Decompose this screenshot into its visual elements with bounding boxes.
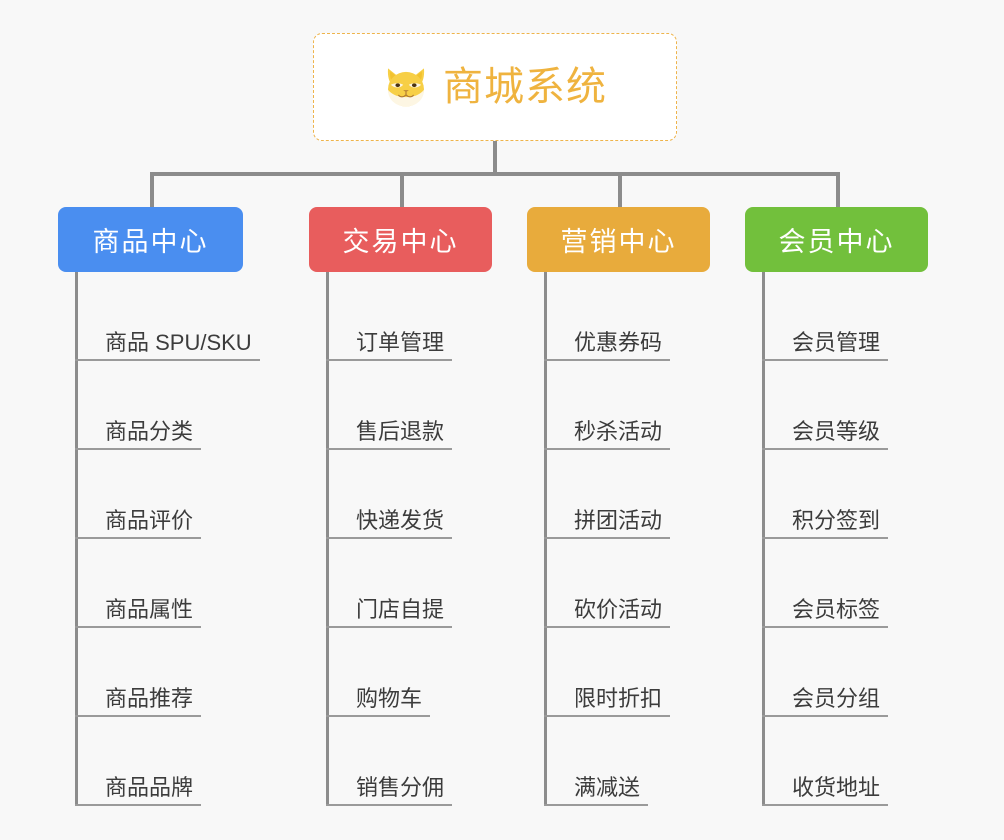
leaf-label: 商品品牌 xyxy=(105,774,194,800)
leaf-item[interactable]: 商品推荐 xyxy=(75,628,260,717)
branch-trunk xyxy=(326,272,329,806)
connector-horizontal-bus xyxy=(150,172,840,176)
category-label: 商品中心 xyxy=(92,227,209,257)
connector-drop-3 xyxy=(618,172,622,209)
root-node[interactable]: 商城系统 xyxy=(313,33,677,141)
leaf-underline xyxy=(762,804,889,806)
leaf-label: 砍价活动 xyxy=(574,596,663,622)
leaf-item[interactable]: 会员等级 xyxy=(762,361,889,450)
category-node-trade-center[interactable]: 交易中心 xyxy=(309,207,492,272)
leaf-underline xyxy=(326,537,453,539)
leaf-label: 售后退款 xyxy=(356,418,445,444)
leaf-item[interactable]: 销售分佣 xyxy=(326,717,453,806)
leaf-underline xyxy=(75,804,202,806)
leaf-label: 积分签到 xyxy=(792,507,881,533)
leaf-underline xyxy=(544,448,671,450)
leaf-underline xyxy=(75,537,202,539)
root-title: 商城系统 xyxy=(443,65,607,109)
leaf-label: 会员分组 xyxy=(792,685,881,711)
leaf-label: 商品 SPU/SKU xyxy=(105,329,252,355)
leaf-item[interactable]: 商品分类 xyxy=(75,361,260,450)
leaf-item[interactable]: 快递发货 xyxy=(326,450,453,539)
branch-trunk xyxy=(544,272,547,806)
category-node-product-center[interactable]: 商品中心 xyxy=(58,207,243,272)
leaf-item[interactable]: 订单管理 xyxy=(326,272,453,361)
leaf-item[interactable]: 秒杀活动 xyxy=(544,361,671,450)
leaf-label: 订单管理 xyxy=(356,329,445,355)
leaf-underline xyxy=(762,359,889,361)
leaf-label: 拼团活动 xyxy=(574,507,663,533)
leaf-underline xyxy=(544,537,671,539)
leaf-item[interactable]: 会员管理 xyxy=(762,272,889,361)
leaf-item[interactable]: 商品属性 xyxy=(75,539,260,628)
leaf-underline xyxy=(326,715,431,717)
leaf-label: 收货地址 xyxy=(792,774,881,800)
leaf-label: 商品评价 xyxy=(105,507,194,533)
leaf-label: 满减送 xyxy=(574,774,641,800)
leaf-label: 会员管理 xyxy=(792,329,881,355)
leaf-item[interactable]: 商品评价 xyxy=(75,450,260,539)
leaf-item[interactable]: 优惠券码 xyxy=(544,272,671,361)
connector-drop-4 xyxy=(836,172,840,209)
leaf-label: 会员等级 xyxy=(792,418,881,444)
branch-column-marketing-center: 优惠券码 秒杀活动 拼团活动 砍价活动 限时折扣 满减送 xyxy=(544,272,671,806)
leaf-underline xyxy=(326,626,453,628)
leaf-underline xyxy=(544,359,671,361)
leaf-underline xyxy=(544,715,671,717)
dog-face-icon xyxy=(387,68,425,107)
leaf-label: 商品属性 xyxy=(105,596,194,622)
category-node-member-center[interactable]: 会员中心 xyxy=(745,207,928,272)
leaf-underline xyxy=(326,359,453,361)
leaf-label: 销售分佣 xyxy=(356,774,445,800)
leaf-item[interactable]: 积分签到 xyxy=(762,450,889,539)
leaf-underline xyxy=(75,448,202,450)
leaf-item[interactable]: 商品品牌 xyxy=(75,717,260,806)
connector-root-stem xyxy=(493,141,497,174)
leaf-underline xyxy=(762,626,889,628)
category-label: 营销中心 xyxy=(560,227,677,257)
leaf-item[interactable]: 会员标签 xyxy=(762,539,889,628)
category-label: 交易中心 xyxy=(342,227,459,257)
leaf-label: 秒杀活动 xyxy=(574,418,663,444)
leaf-underline xyxy=(75,626,202,628)
leaf-underline xyxy=(326,804,453,806)
leaf-item[interactable]: 满减送 xyxy=(544,717,670,806)
leaf-label: 会员标签 xyxy=(792,596,881,622)
branch-column-trade-center: 订单管理 售后退款 快递发货 门店自提 购物车 销售分佣 xyxy=(326,272,453,806)
leaf-item[interactable]: 限时折扣 xyxy=(544,628,671,717)
leaf-label: 限时折扣 xyxy=(574,685,663,711)
leaf-item[interactable]: 商品 SPU/SKU xyxy=(75,272,260,361)
branch-trunk xyxy=(75,272,78,806)
leaf-underline xyxy=(762,448,889,450)
leaf-item[interactable]: 售后退款 xyxy=(326,361,453,450)
leaf-underline xyxy=(544,626,671,628)
leaf-underline xyxy=(75,359,260,361)
leaf-underline xyxy=(762,537,889,539)
leaf-underline xyxy=(762,715,889,717)
leaf-label: 购物车 xyxy=(356,685,423,711)
leaf-underline xyxy=(326,448,453,450)
branch-column-product-center: 商品 SPU/SKU 商品分类 商品评价 商品属性 商品推荐 商品品牌 xyxy=(75,272,260,806)
category-node-marketing-center[interactable]: 营销中心 xyxy=(527,207,710,272)
leaf-underline xyxy=(75,715,202,717)
leaf-item[interactable]: 会员分组 xyxy=(762,628,889,717)
leaf-item[interactable]: 购物车 xyxy=(326,628,452,717)
branch-column-member-center: 会员管理 会员等级 积分签到 会员标签 会员分组 收货地址 xyxy=(762,272,889,806)
leaf-label: 快递发货 xyxy=(356,507,445,533)
leaf-item[interactable]: 拼团活动 xyxy=(544,450,671,539)
leaf-item[interactable]: 收货地址 xyxy=(762,717,889,806)
leaf-label: 商品分类 xyxy=(105,418,194,444)
connector-drop-2 xyxy=(400,172,404,209)
leaf-label: 商品推荐 xyxy=(105,685,194,711)
leaf-label: 门店自提 xyxy=(356,596,445,622)
leaf-item[interactable]: 门店自提 xyxy=(326,539,453,628)
leaf-label: 优惠券码 xyxy=(574,329,663,355)
connector-drop-1 xyxy=(150,172,154,209)
leaf-item[interactable]: 砍价活动 xyxy=(544,539,671,628)
leaf-underline xyxy=(544,804,649,806)
branch-trunk xyxy=(762,272,765,806)
category-label: 会员中心 xyxy=(778,227,895,257)
